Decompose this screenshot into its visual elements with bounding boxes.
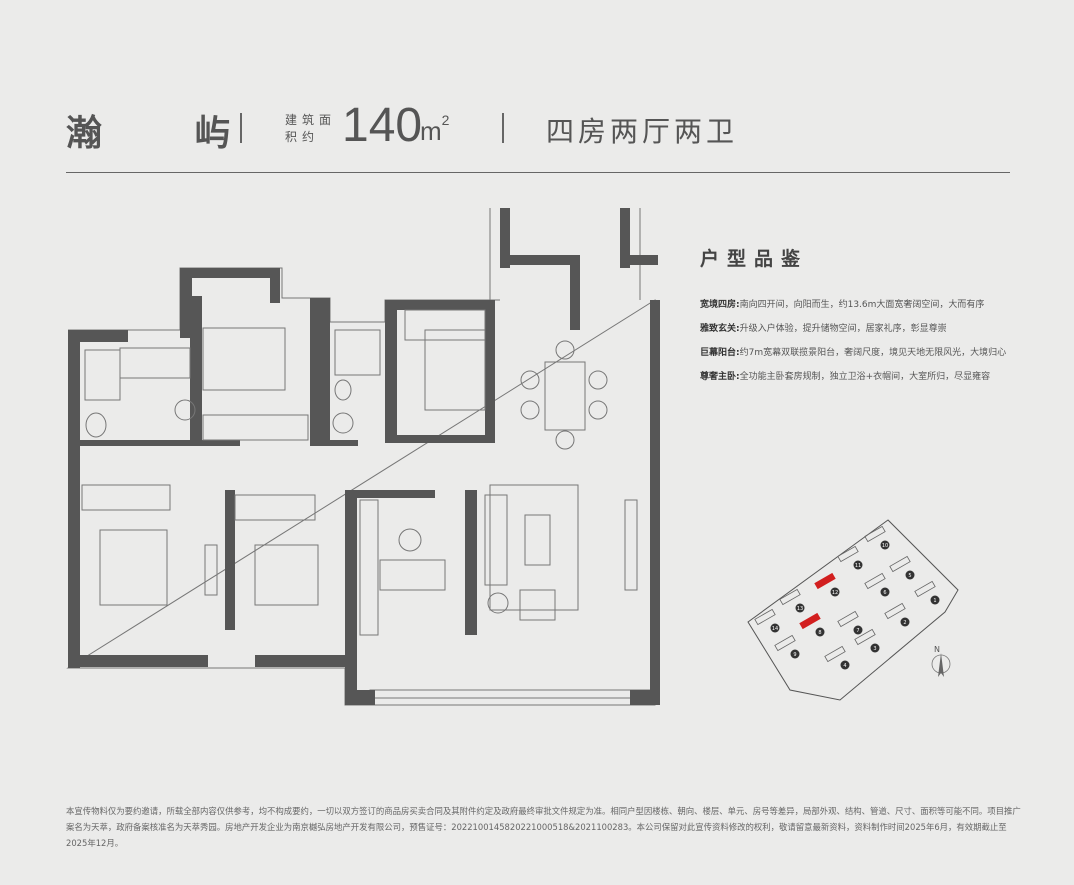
- feature-label: 巨幕阳台:: [700, 348, 740, 358]
- building-marker: [790, 649, 800, 659]
- building-shape: [824, 645, 846, 663]
- building-marker: [880, 540, 890, 550]
- building-marker: [870, 643, 880, 653]
- area-unit: m2: [420, 112, 449, 147]
- building-3: 3: [854, 628, 880, 653]
- building-marker: [830, 587, 840, 597]
- divider: [240, 113, 242, 143]
- feature-text: 升级入户体验，提升储物空间，居家礼序，彰显尊崇: [739, 324, 947, 334]
- building-number: 14: [772, 626, 778, 632]
- feature-text: 南向四开间，向阳而生，约13.6m大面宽奢阔空间，大而有序: [739, 300, 985, 310]
- building-shape: [774, 634, 796, 652]
- feature-label: 雅致玄关:: [700, 324, 740, 334]
- building-number: 11: [855, 563, 861, 569]
- feature-label: 尊奢主卧:: [700, 372, 740, 382]
- feature-item: 巨幕阳台:约7m宽幕双联揽景阳台，奢阔尺度，境见天地无限风光，大境归心: [700, 345, 1006, 369]
- building-marker: [853, 625, 863, 635]
- north-arrow-icon: [938, 653, 944, 677]
- divider: [502, 113, 504, 143]
- building-shape: [814, 572, 836, 590]
- unit-sup: 2: [441, 112, 450, 128]
- building-8: 8: [799, 612, 825, 637]
- building-shape: [799, 612, 821, 630]
- area-value: 140: [342, 99, 423, 152]
- building-marker: [905, 570, 915, 580]
- walls: [68, 208, 660, 705]
- feature-text: 全功能主卧套房规制，独立卫浴+衣帽间，大室所归，尽显雍容: [739, 372, 991, 382]
- feature-label: 宽境四房:: [700, 300, 740, 310]
- building-marker: [815, 627, 825, 637]
- building-number: 7: [856, 628, 859, 634]
- building-marker: [795, 603, 805, 613]
- furniture: [81, 309, 638, 636]
- building-5: 5: [889, 555, 915, 580]
- building-number: 5: [908, 573, 911, 579]
- disclaimer: 本宣传物料仅为要约邀请，所载全部内容仅供参考，均不构成要约，一切以双方签订的商品…: [66, 806, 1021, 848]
- building-number: 4: [843, 663, 846, 669]
- unit: m: [420, 116, 442, 146]
- building-7: 7: [837, 610, 863, 635]
- north-label: N: [934, 645, 940, 654]
- building-marker: [840, 660, 850, 670]
- building-10: 10: [864, 525, 890, 550]
- building-shape: [854, 628, 876, 646]
- features-title: 户型品鉴: [700, 248, 809, 270]
- feature-item: 雅致玄关:升级入户体验，提升储物空间，居家礼序，彰显尊崇: [700, 321, 1006, 345]
- building-11: 11: [837, 545, 863, 570]
- building-9: 9: [774, 634, 800, 659]
- site-map: 10 11 5 12 6 1 13 2 14 8 7 3 9 4 N: [747, 519, 959, 701]
- building-shape: [837, 610, 859, 628]
- features-list: 宽境四房:南向四开间，向阳而生，约13.6m大面宽奢阔空间，大而有序 雅致玄关:…: [700, 297, 1006, 393]
- area-label: 建筑面积约: [285, 113, 337, 144]
- outline: [66, 208, 656, 706]
- building-marker: [900, 617, 910, 627]
- building-shape: [754, 608, 776, 626]
- building-1: 1: [914, 580, 940, 605]
- building-shape: [884, 602, 906, 620]
- building-shape: [914, 580, 936, 598]
- building-number: 2: [903, 620, 906, 626]
- feature-item: 宽境四房:南向四开间，向阳而生，约13.6m大面宽奢阔空间，大而有序: [700, 297, 1006, 321]
- building-shape: [889, 555, 911, 573]
- building-shape: [779, 588, 801, 606]
- building-12: 12: [814, 572, 840, 597]
- building-shape: [837, 545, 859, 563]
- building-2: 2: [884, 602, 910, 627]
- feature-text: 约7m宽幕双联揽景阳台，奢阔尺度，境见天地无限风光，大境归心: [739, 348, 1007, 358]
- building-number: 6: [883, 590, 886, 596]
- project-name: 瀚 屿: [66, 113, 271, 154]
- building-marker: [853, 560, 863, 570]
- building-6: 6: [864, 572, 890, 597]
- building-number: 3: [873, 646, 876, 652]
- site-boundary: [747, 519, 959, 701]
- header-rule: [66, 172, 1010, 173]
- feature-item: 尊奢主卧:全功能主卧套房规制，独立卫浴+衣帽间，大室所归，尽显雍容: [700, 369, 1006, 393]
- building-shape: [864, 572, 886, 590]
- building-number: 1: [933, 598, 936, 604]
- layout-type: 四房两厅两卫: [546, 115, 739, 148]
- building-number: 10: [882, 543, 888, 549]
- building-13: 13: [779, 588, 805, 613]
- building-shape: [864, 525, 886, 543]
- building-number: 12: [832, 590, 838, 596]
- building-marker: [930, 595, 940, 605]
- building-marker: [880, 587, 890, 597]
- building-4: 4: [824, 645, 850, 670]
- building-14: 14: [754, 608, 780, 633]
- building-number: 8: [818, 630, 821, 636]
- building-marker: [770, 623, 780, 633]
- building-number: 13: [797, 606, 803, 612]
- building-number: 9: [793, 652, 796, 658]
- north-arrow: N: [931, 645, 951, 677]
